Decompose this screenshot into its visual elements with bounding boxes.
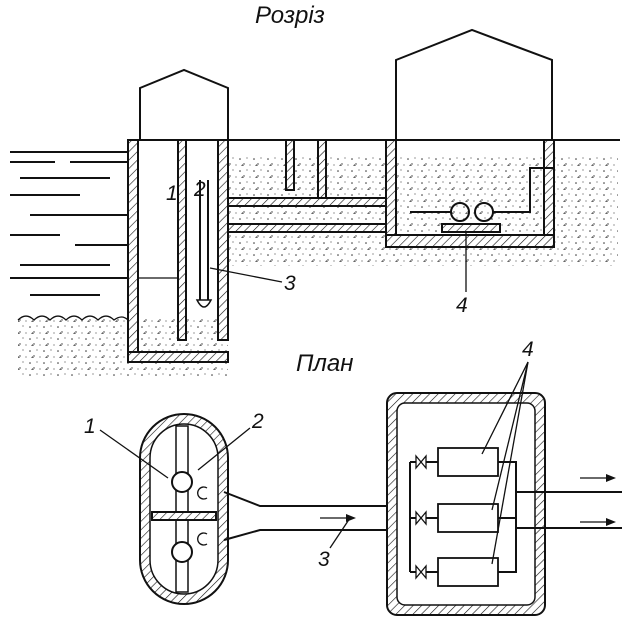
discharge-pipe: [493, 167, 554, 213]
suction-strainer: [195, 299, 213, 308]
flow-arrow-icon: [606, 518, 616, 526]
leader-3-plan: [329, 517, 351, 549]
riverbed-soil: [18, 318, 228, 378]
river-water: [10, 151, 128, 296]
pressure-pipe-plan: [223, 491, 396, 541]
leader-4c-plan: [491, 361, 529, 565]
well-outer-wall-right: [217, 139, 229, 341]
label-1-section: 1: [166, 182, 178, 205]
plan-view: План: [84, 338, 622, 616]
pump-unit: [437, 557, 499, 587]
label-3-plan: 3: [318, 548, 330, 571]
pump-unit: [437, 503, 499, 533]
label-4-section: 4: [456, 294, 468, 317]
section-view: Розріз 1 2 3 4: [10, 2, 620, 378]
well-house: [132, 68, 236, 141]
leader-1-plan: [99, 429, 169, 479]
leader-3: [209, 267, 283, 283]
well-bottom: [127, 351, 229, 363]
suction-pipe: [199, 180, 209, 300]
well-partition: [177, 139, 187, 341]
pump-base: [441, 223, 501, 233]
leader-4b-plan: [491, 361, 529, 511]
discharge-pipes-plan: [516, 491, 622, 529]
valve-icon: [415, 510, 427, 526]
pump-station-plan: [386, 392, 622, 616]
valve-icon: [415, 454, 427, 470]
valve-icon: [415, 564, 427, 580]
label-2-section: 2: [193, 178, 206, 201]
pump-house-roof: [395, 28, 553, 140]
riverbed-gravel: [17, 315, 129, 321]
pump-unit: [437, 447, 499, 477]
well-outer-wall-left: [127, 139, 139, 363]
label-1-plan: 1: [84, 415, 96, 438]
flow-arrow-icon: [606, 474, 616, 482]
intake-well-plan: [139, 413, 229, 605]
plan-title: План: [296, 350, 353, 377]
label-4-plan: 4: [522, 338, 534, 361]
label-3-section: 3: [284, 272, 296, 295]
section-title: Розріз: [255, 2, 325, 29]
leader-2-plan: [197, 427, 251, 471]
leader-4a-plan: [481, 361, 529, 455]
label-2-plan: 2: [251, 410, 264, 433]
pump-station-section: [230, 28, 620, 248]
